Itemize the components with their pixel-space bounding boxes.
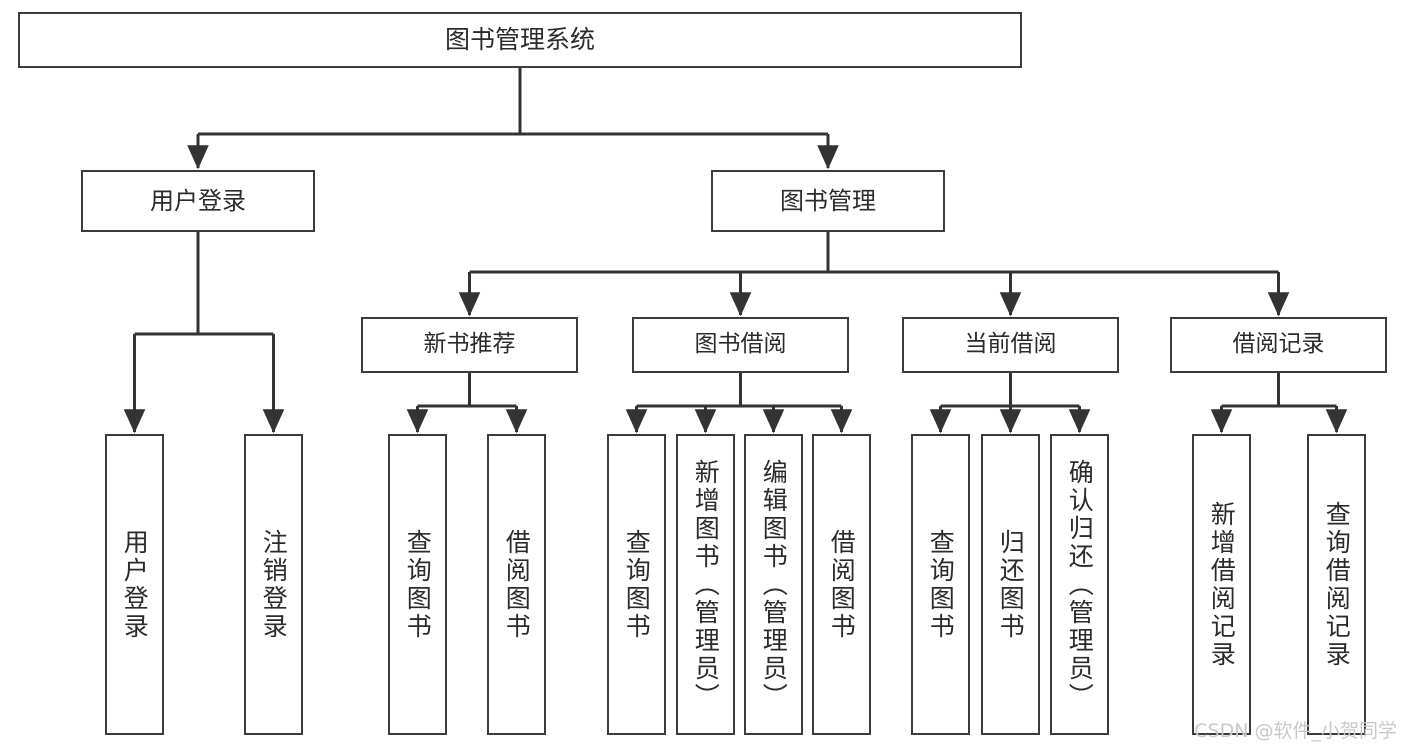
node-records[interactable]: 借阅记录 xyxy=(1170,317,1387,373)
node-leaf-2[interactable]: 注销登录 xyxy=(244,434,303,735)
node-leaf-3[interactable]: 查询图书 xyxy=(388,434,447,735)
node-label: 新增图书（管理员） xyxy=(691,458,721,711)
node-label: 借阅图书 xyxy=(827,528,857,641)
node-leaf-6[interactable]: 新增图书（管理员） xyxy=(676,434,735,735)
node-leaf-7[interactable]: 编辑图书（管理员） xyxy=(744,434,803,735)
node-label: 查询图书 xyxy=(403,528,433,641)
node-label: 新增借阅记录 xyxy=(1207,500,1237,669)
node-leaf-8[interactable]: 借阅图书 xyxy=(812,434,871,735)
node-label: 归还图书 xyxy=(996,528,1026,641)
node-leaf-5[interactable]: 查询图书 xyxy=(607,434,666,735)
node-label: 图书管理 xyxy=(780,186,876,215)
node-label: 确认归还（管理员） xyxy=(1065,458,1095,711)
node-user-login[interactable]: 用户登录 xyxy=(81,170,315,232)
node-leaf-1[interactable]: 用户登录 xyxy=(105,434,164,735)
node-borrow[interactable]: 图书借阅 xyxy=(632,317,849,373)
node-label: 用户登录 xyxy=(120,528,150,641)
node-leaf-12[interactable]: 新增借阅记录 xyxy=(1192,434,1251,735)
node-label: 新书推荐 xyxy=(423,331,516,358)
node-label: 用户登录 xyxy=(150,186,246,215)
node-label: 查询图书 xyxy=(622,528,652,641)
node-root[interactable]: 图书管理系统 xyxy=(18,12,1022,68)
node-leaf-13[interactable]: 查询借阅记录 xyxy=(1307,434,1366,735)
node-label: 图书管理系统 xyxy=(444,25,595,55)
node-label: 查询图书 xyxy=(926,528,956,641)
watermark-text: CSDN @软件_小贺同学 xyxy=(1194,720,1397,742)
node-label: 注销登录 xyxy=(259,528,289,641)
node-label: 当前借阅 xyxy=(964,331,1057,358)
node-book-mgmt[interactable]: 图书管理 xyxy=(711,170,945,232)
node-new-rec[interactable]: 新书推荐 xyxy=(361,317,578,373)
node-leaf-9[interactable]: 查询图书 xyxy=(911,434,970,735)
node-leaf-4[interactable]: 借阅图书 xyxy=(487,434,546,735)
node-leaf-10[interactable]: 归还图书 xyxy=(981,434,1040,735)
node-current[interactable]: 当前借阅 xyxy=(902,317,1119,373)
node-label: 借阅记录 xyxy=(1232,331,1325,358)
node-label: 查询借阅记录 xyxy=(1322,500,1352,669)
node-label: 图书借阅 xyxy=(694,331,787,358)
node-label: 编辑图书（管理员） xyxy=(759,458,789,711)
node-label: 借阅图书 xyxy=(502,528,532,641)
node-leaf-11[interactable]: 确认归还（管理员） xyxy=(1050,434,1109,735)
